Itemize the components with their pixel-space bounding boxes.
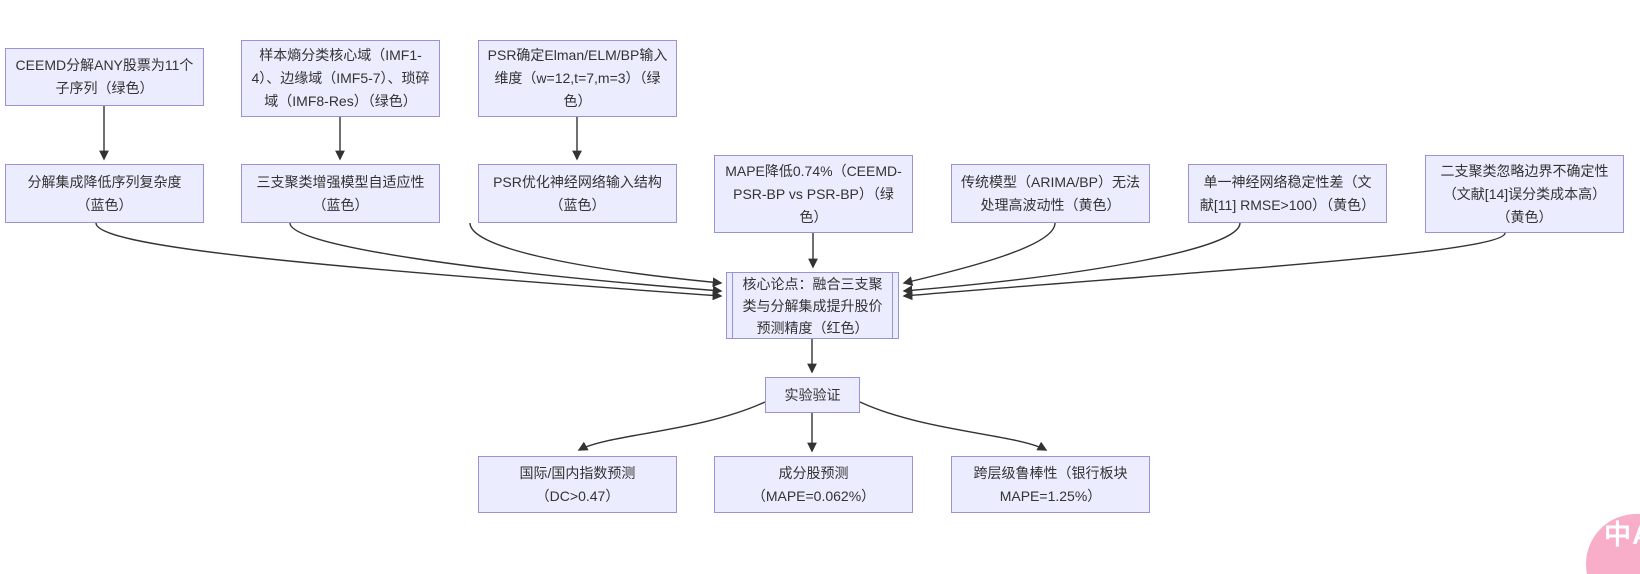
edge-twoway-to-core: [902, 232, 1506, 301]
node-traditional-limitation: 传统模型（ARIMA/BP）无法处理高波动性（黄色）: [951, 164, 1150, 223]
node-two-way-limitation: 二支聚类忽略边界不确定性（文献[14]误分类成本高）（黄色）: [1425, 155, 1624, 233]
subroutine-inner-line-right: [892, 273, 893, 338]
node-ceemd-decomposition: CEEMD分解ANY股票为11个子序列（绿色）: [5, 48, 204, 106]
node-decomposition-benefit: 分解集成降低序列复杂度（蓝色）: [5, 164, 204, 223]
node-label: MAPE降低0.74%（CEEMD-PSR-BP vs PSR-BP）（绿色）: [725, 162, 902, 225]
node-label: 跨层级鲁棒性（银行板块MAPE=1.25%）: [973, 464, 1128, 504]
edge-experiment-to-index: [577, 401, 766, 451]
node-label: 成分股预测（MAPE=0.062%）: [751, 464, 876, 504]
node-index-prediction: 国际/国内指数预测（DC>0.47）: [478, 456, 677, 513]
node-core-thesis: 核心论点：融合三支聚类与分解集成提升股价预测精度（红色）: [726, 272, 899, 339]
node-label: PSR优化神经网络输入结构（蓝色）: [493, 173, 662, 213]
translate-icon: 中A: [1604, 520, 1640, 550]
edge-psrbenefit-to-core: [469, 222, 723, 288]
node-experiment-validation: 实验验证: [765, 377, 860, 413]
edge-singlenn-to-core: [902, 222, 1241, 296]
edge-experiment-to-robustness: [859, 401, 1048, 451]
node-label: 传统模型（ARIMA/BP）无法处理高波动性（黄色）: [961, 173, 1140, 213]
node-label: 二支聚类忽略边界不确定性（文献[14]误分类成本高）（黄色）: [1440, 162, 1609, 225]
node-constituent-prediction: 成分股预测（MAPE=0.062%）: [714, 456, 913, 513]
subroutine-inner-line-left: [732, 273, 733, 338]
node-label: 国际/国内指数预测（DC>0.47）: [519, 464, 636, 504]
node-label: 样本熵分类核心域（IMF1-4）、边缘域（IMF5-7）、琐碎域（IMF8-Re…: [251, 47, 430, 109]
edge-threeway-to-core: [289, 222, 723, 296]
node-label: 核心论点：融合三支聚类与分解集成提升股价预测精度（红色）: [742, 275, 883, 336]
node-robustness: 跨层级鲁棒性（银行板块MAPE=1.25%）: [951, 456, 1150, 513]
node-single-nn-limitation: 单一神经网络稳定性差（文献[11] RMSE>100）（黄色）: [1188, 164, 1387, 223]
node-psr-benefit: PSR优化神经网络输入结构（蓝色）: [478, 164, 677, 223]
node-label: CEEMD分解ANY股票为11个子序列（绿色）: [15, 57, 194, 96]
node-label: 三支聚类增强模型自适应性（蓝色）: [256, 173, 425, 213]
translate-button[interactable]: 中A: [1586, 514, 1640, 574]
node-three-way-benefit: 三支聚类增强模型自适应性（蓝色）: [241, 164, 440, 223]
node-sample-entropy: 样本熵分类核心域（IMF1-4）、边缘域（IMF5-7）、琐碎域（IMF8-Re…: [241, 40, 440, 117]
node-psr-dimension: PSR确定Elman/ELM/BP输入维度（w=12,t=7,m=3）（绿色）: [478, 40, 677, 117]
node-label: 分解集成降低序列复杂度（蓝色）: [27, 173, 182, 213]
edge-decomposition-to-core: [95, 222, 723, 301]
node-label: PSR确定Elman/ELM/BP输入维度（w=12,t=7,m=3）（绿色）: [487, 47, 668, 109]
node-label: 实验验证: [784, 386, 841, 403]
node-mape-improvement: MAPE降低0.74%（CEEMD-PSR-BP vs PSR-BP）（绿色）: [714, 155, 913, 233]
edge-traditional-to-core: [902, 222, 1056, 286]
node-label: 单一神经网络稳定性差（文献[11] RMSE>100）（黄色）: [1199, 173, 1376, 213]
